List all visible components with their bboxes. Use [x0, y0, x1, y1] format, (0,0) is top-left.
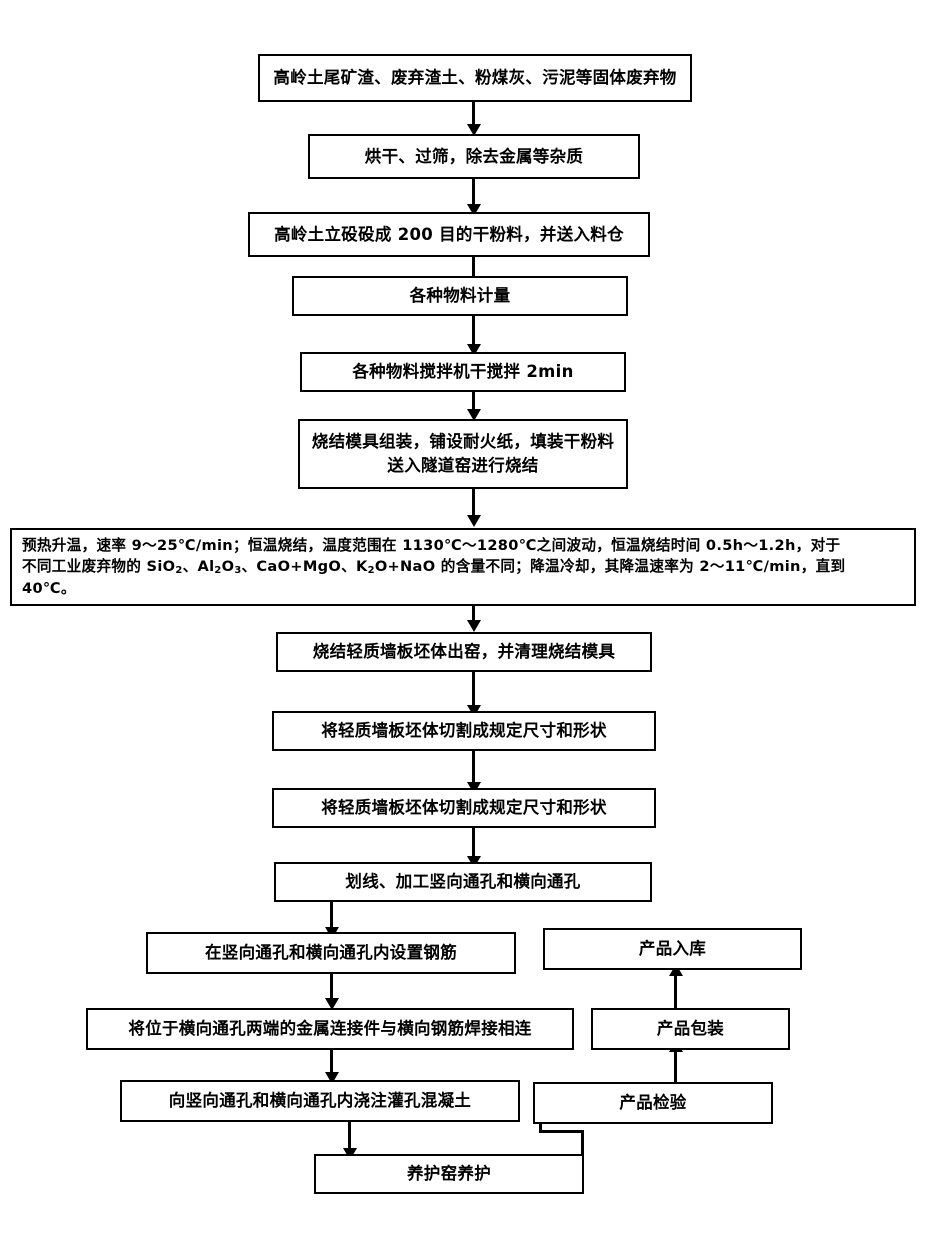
node-place-rebar-label: 在竖向通孔和横向通孔内设置钢筋 — [205, 943, 457, 963]
edge-cut1-to-cut2 — [472, 751, 475, 787]
node-weld-connectors-label: 将位于横向通孔两端的金属连接件与横向钢筋焊接相连 — [128, 1019, 532, 1039]
node-place-rebar: 在竖向通孔和横向通孔内设置钢筋 — [146, 932, 516, 974]
edge-metering-to-mixing — [472, 316, 475, 344]
edge-cut2-to-marking — [472, 828, 475, 862]
node-product-packaging-label: 产品包装 — [656, 1019, 725, 1039]
edge-rebar-to-weld — [330, 974, 333, 1002]
node-weld-connectors: 将位于横向通孔两端的金属连接件与横向钢筋焊接相连 — [86, 1008, 574, 1050]
node-raw-material-label: 高岭土尾矿渣、废弃渣土、粉煤灰、污泥等固体废弃物 — [273, 68, 677, 88]
edge-pour-to-curing — [348, 1122, 351, 1154]
node-drying-sieving-label: 烘干、过筛，除去金属等杂质 — [364, 146, 584, 166]
node-dry-mixing-label: 各种物料搅拌机干搅拌 2min — [352, 362, 574, 382]
node-metering: 各种物料计量 — [292, 276, 628, 316]
edge-weld-to-pour — [330, 1050, 333, 1076]
node-marking-drilling: 划线、加工竖向通孔和横向通孔 — [274, 862, 652, 902]
edge-mixing-to-mold — [472, 392, 475, 417]
node-pour-concrete: 向竖向通孔和横向通孔内浇注灌孔混凝土 — [120, 1080, 520, 1122]
node-mold-assembly: 烧结模具组装，铺设耐火纸，填装干粉料 送入隧道窑进行烧结 — [298, 419, 628, 489]
node-product-warehousing-label: 产品入库 — [638, 939, 707, 959]
edge-raw-material-to-drying — [472, 102, 475, 124]
edge-drying-to-mill — [472, 179, 475, 204]
node-marking-drilling-label: 划线、加工竖向通孔和横向通孔 — [345, 872, 581, 892]
node-vertical-mill: 高岭土立砓砓成 200 目的干粉料，并送入料仓 — [248, 212, 650, 257]
node-cutting-second-label: 将轻质墙板坯体切割成规定尺寸和形状 — [321, 798, 607, 818]
node-metering-label: 各种物料计量 — [409, 286, 511, 306]
node-raw-material: 高岭土尾矿渣、废弃渣土、粉煤灰、污泥等固体废弃物 — [258, 54, 692, 102]
formula-sio2: SiO2 — [146, 557, 183, 576]
edge-curing-to-inspection-jog — [539, 1130, 584, 1133]
arrowhead-down-6 — [466, 515, 481, 527]
node-pour-concrete-label: 向竖向通孔和横向通孔内浇注灌孔混凝土 — [168, 1091, 472, 1111]
edge-packaging-to-warehousing — [674, 976, 677, 1008]
edge-inspection-to-packaging — [674, 1052, 677, 1082]
edge-marking-to-rebar — [330, 902, 333, 932]
node-product-inspection-label: 产品检验 — [619, 1093, 687, 1113]
separator-3: 、 — [341, 557, 356, 575]
node-curing-kiln-label: 养护窑养护 — [407, 1164, 491, 1184]
edge-unload-to-cut1 — [472, 672, 475, 710]
node-sintering-parameters: 预热升温，速率 9～25℃/min；恒温烧结，温度范围在 1130℃～1280℃… — [10, 528, 916, 606]
sintering-line2-suffix: 的含量不同；降温冷却，其降温速率为 2～11℃/min，直到 40℃。 — [22, 557, 846, 598]
node-cutting-second: 将轻质墙板坯体切割成规定尺寸和形状 — [272, 788, 656, 828]
node-curing-kiln: 养护窑养护 — [314, 1154, 584, 1194]
node-product-warehousing: 产品入库 — [543, 928, 802, 970]
node-product-packaging: 产品包装 — [591, 1008, 790, 1050]
node-mold-assembly-label-line2: 送入隧道窑进行烧结 — [387, 456, 539, 475]
arrowhead-down-7 — [466, 620, 481, 632]
sintering-parameters-line1: 预热升温，速率 9～25℃/min；恒温烧结，温度范围在 1130℃～1280℃… — [22, 536, 841, 554]
edge-mold-to-sintering — [472, 489, 475, 517]
edge-mill-to-metering — [472, 257, 475, 282]
edge-sintering-to-unload — [472, 606, 475, 626]
formula-cao-mgo: CaO+MgO — [256, 557, 342, 575]
sintering-line2-prefix: 不同工业废弃物的 — [22, 557, 147, 575]
node-drying-sieving: 烘干、过筛，除去金属等杂质 — [308, 134, 640, 179]
arrowhead-down-5 — [466, 409, 481, 421]
node-unload-kiln-label: 烧结轻质墙板坯体出窑，并清理烧结模具 — [312, 642, 616, 662]
formula-al2o3: Al2O3 — [197, 557, 242, 576]
formula-k2o-nao: K2O+NaO — [356, 557, 436, 576]
separator-2: 、 — [241, 557, 257, 575]
node-mold-assembly-label-line1: 烧结模具组装，铺设耐火纸，填装干粉料 — [311, 432, 615, 452]
node-unload-kiln: 烧结轻质墙板坯体出窑，并清理烧结模具 — [276, 632, 652, 672]
node-product-inspection: 产品检验 — [533, 1082, 773, 1124]
arrowhead-down-12 — [324, 998, 339, 1010]
separator-1: 、 — [182, 557, 198, 575]
node-vertical-mill-label: 高岭土立砓砓成 200 目的干粉料，并送入料仓 — [274, 224, 624, 244]
sintering-parameters-line2: 不同工业废弃物的 SiO2、Al2O3、CaO+MgO、K2O+NaO 的含量不… — [22, 558, 845, 598]
node-dry-mixing: 各种物料搅拌机干搅拌 2min — [300, 352, 626, 392]
node-cutting-first-label: 将轻质墙板坯体切割成规定尺寸和形状 — [321, 721, 607, 741]
arrowhead-down-1 — [466, 124, 481, 136]
node-cutting-first: 将轻质墙板坯体切割成规定尺寸和形状 — [272, 711, 656, 751]
